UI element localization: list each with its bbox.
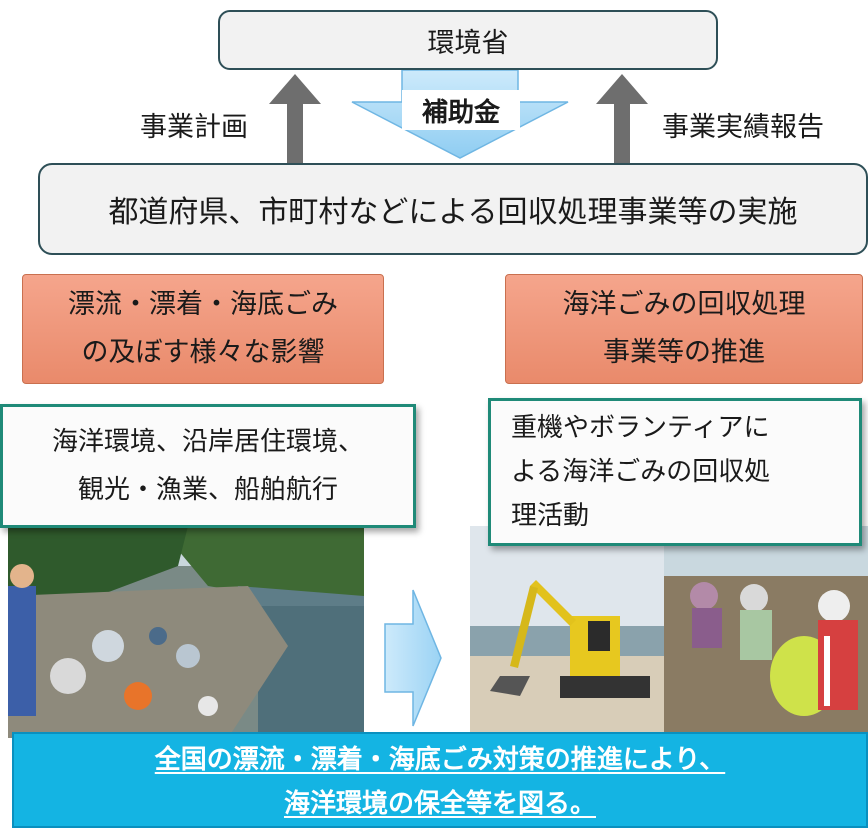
impact-areas-line-2: 観光・漁業、船舶航行 xyxy=(77,475,338,505)
goal-banner: 全国の漂流・漂着・海底ごみ対策の推進により、 海洋環境の保全等を図る。 xyxy=(12,732,868,828)
goal-line-1: 全国の漂流・漂着・海底ごみ対策の推進により、 xyxy=(154,745,726,775)
collection-line-1: 重機やボランティアに xyxy=(511,413,770,443)
impact-areas-line-1: 海洋環境、沿岸居住環境、 xyxy=(51,427,364,457)
ministry-box: 環境省 xyxy=(218,10,718,70)
implementation-label: 都道府県、市町村などによる回収処理事業等の実施 xyxy=(108,195,798,230)
goal-line-2: 海洋環境の保全等を図る。 xyxy=(283,789,596,819)
plan-label: 事業計画 xyxy=(140,112,248,143)
up-arrow-icon xyxy=(267,72,323,164)
impact-line-2: の及ぼす様々な影響 xyxy=(81,337,325,368)
impact-areas-box: 海洋環境、沿岸居住環境、 観光・漁業、船舶航行 xyxy=(0,404,416,528)
subsidy-label: 補助金 xyxy=(402,90,520,130)
impact-box: 漂流・漂着・海底ごみ の及ぼす様々な影響 xyxy=(22,274,384,384)
promotion-box: 海洋ごみの回収処理 事業等の推進 xyxy=(505,274,863,384)
implementation-box: 都道府県、市町村などによる回収処理事業等の実施 xyxy=(38,163,868,255)
promotion-line-2: 事業等の推進 xyxy=(603,337,765,368)
excavator-photo xyxy=(470,526,664,736)
beach-litter-photo xyxy=(8,526,364,738)
collection-activities-box: 重機やボランティアに よる海洋ごみの回収処 理活動 xyxy=(488,398,862,546)
ministry-label: 環境省 xyxy=(427,27,509,59)
up-arrow-icon xyxy=(594,72,650,164)
report-label: 事業実績報告 xyxy=(662,112,824,143)
collection-line-2: よる海洋ごみの回収処 xyxy=(511,457,771,487)
collection-line-3: 理活動 xyxy=(511,501,590,531)
volunteers-photo xyxy=(664,526,868,736)
impact-line-1: 漂流・漂着・海底ごみ xyxy=(68,289,338,320)
promotion-line-1: 海洋ごみの回収処理 xyxy=(562,289,806,320)
right-arrow-icon xyxy=(383,588,443,728)
